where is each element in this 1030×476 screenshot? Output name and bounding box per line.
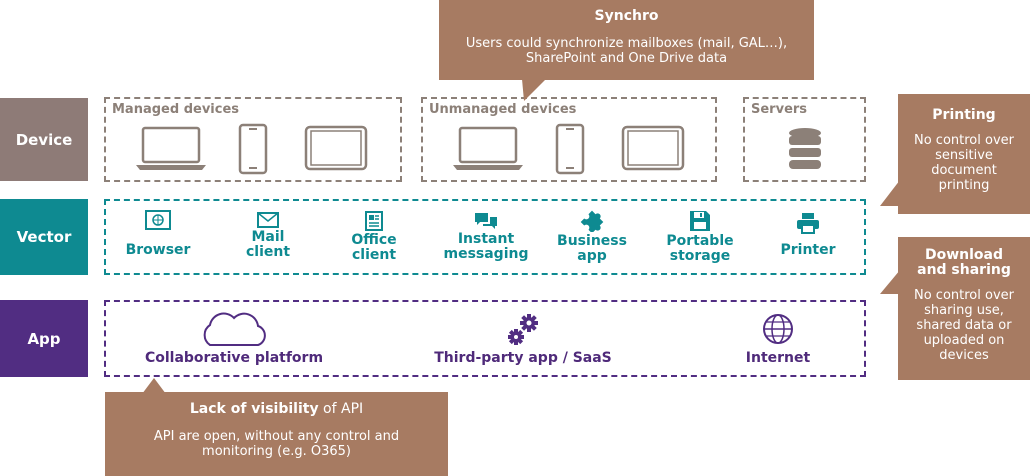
synchro-body-line2: SharePoint and One Drive data — [525, 51, 728, 66]
vector-item-office-client: Office client — [334, 211, 414, 263]
business-label-line2: app — [577, 248, 607, 264]
printing-title: Printing — [932, 107, 996, 123]
chat-icon — [475, 213, 497, 229]
office-label-line1: Office — [351, 232, 397, 248]
api-title: Lack of visibility of API — [105, 402, 448, 417]
api-callout-pointer — [142, 378, 166, 394]
printing-callout: Printing No control over sensitive docum… — [898, 94, 1030, 214]
download-body-line3: shared data or — [916, 318, 1012, 333]
vector-item-business-app: Business app — [548, 210, 636, 264]
synchro-callout: Synchro Users could synchronize mailboxe… — [439, 0, 814, 80]
synchro-callout-pointer — [522, 79, 546, 101]
printer-label: Printer — [780, 242, 836, 258]
download-title-line1: Download — [924, 247, 1004, 263]
im-label-line2: messaging — [443, 246, 529, 262]
gears-icon — [508, 314, 538, 345]
managed-devices-group: Managed devices — [104, 97, 402, 182]
database-icon — [789, 128, 821, 169]
synchro-title: Synchro — [594, 8, 659, 24]
unmanaged-devices-group: Unmanaged devices — [421, 97, 717, 182]
collaborative-platform-label: Collaborative platform — [144, 350, 324, 366]
phone-icon — [555, 123, 585, 175]
laptop-icon — [136, 126, 206, 170]
row-label-vector: Vector — [0, 199, 88, 275]
puzzle-icon — [580, 210, 604, 232]
api-title-rest: of API — [318, 401, 364, 417]
printing-body-line1: No control over — [914, 133, 1014, 148]
floppy-icon — [690, 211, 710, 231]
vector-item-instant-messaging: Instant messaging — [438, 212, 534, 262]
browser-label: Browser — [125, 242, 191, 258]
synchro-body-line1: Users could synchronize mailboxes (mail,… — [465, 36, 788, 51]
storage-label-line1: Portable — [666, 233, 734, 249]
servers-group: Servers — [743, 97, 866, 182]
download-body-line5: devices — [939, 348, 989, 363]
vector-item-portable-storage: Portable storage — [658, 210, 742, 264]
app-group — [104, 300, 866, 377]
business-label-line1: Business — [557, 233, 627, 249]
office-label-line2: client — [351, 247, 397, 263]
managed-devices-title: Managed devices — [112, 102, 240, 117]
tablet-icon — [621, 125, 685, 171]
download-body-line2: sharing use, — [924, 303, 1004, 318]
row-label-app: App — [0, 300, 88, 377]
printing-body-line4: printing — [938, 178, 990, 193]
vector-item-printer: Printer — [768, 212, 848, 258]
globe-icon — [763, 314, 793, 344]
download-callout: Download and sharing No control over sha… — [898, 237, 1030, 380]
api-body-line2: monitoring (e.g. O365) — [202, 444, 351, 459]
document-icon — [365, 211, 383, 231]
browser-icon — [145, 210, 171, 230]
printing-callout-pointer — [880, 180, 900, 206]
phone-icon — [238, 123, 268, 175]
servers-title: Servers — [751, 102, 808, 117]
download-body-line1: No control over — [914, 288, 1014, 303]
app-item-collaborative-platform: Collaborative platform — [134, 312, 334, 366]
api-callout: Lack of visibility of API API are open, … — [105, 392, 448, 476]
row-label-device: Device — [0, 98, 88, 181]
printer-icon — [797, 213, 819, 234]
vector-group — [104, 199, 866, 275]
unmanaged-devices-title: Unmanaged devices — [429, 102, 577, 117]
mail-icon — [257, 212, 279, 228]
im-label-line1: Instant — [457, 231, 515, 247]
printing-body-line2: sensitive — [935, 148, 993, 163]
download-body-line4: uploaded on — [923, 333, 1005, 348]
mail-label-line1: Mail — [251, 229, 285, 245]
third-party-label: Third-party app / SaaS — [434, 350, 612, 366]
api-body-line1: API are open, without any control and — [153, 429, 400, 444]
download-title-line2: and sharing — [917, 262, 1011, 278]
tablet-icon — [304, 125, 368, 171]
cloud-icon — [203, 312, 266, 346]
vector-item-browser: Browser — [118, 210, 198, 258]
vector-item-mail-client: Mail client — [228, 212, 308, 260]
internet-label: Internet — [745, 350, 811, 366]
app-item-internet: Internet — [728, 312, 828, 366]
download-callout-pointer — [880, 270, 900, 294]
laptop-icon — [453, 126, 523, 170]
printing-body-line3: document — [931, 163, 997, 178]
storage-label-line2: storage — [669, 248, 731, 264]
app-item-third-party-saas: Third-party app / SaaS — [428, 312, 618, 366]
mail-label-line2: client — [245, 244, 291, 260]
api-title-bold: Lack of visibility — [189, 401, 319, 417]
